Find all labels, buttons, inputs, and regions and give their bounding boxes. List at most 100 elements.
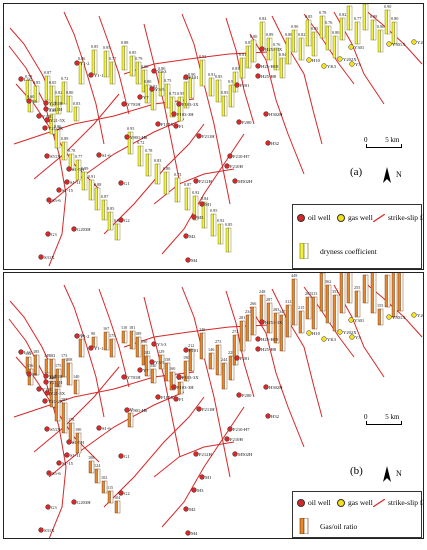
well-name-label: Y3-5: [155, 87, 165, 92]
well-name-label: F200: [242, 393, 252, 398]
legend-metric-label: dryness coefficient: [320, 246, 377, 256]
bar-value-label: 0.85: [107, 206, 114, 211]
bar-value-label: 0.89: [81, 166, 88, 171]
metric-bar-frame: [288, 37, 292, 65]
bar-value-label: 0.90: [384, 4, 391, 9]
fault-line: [153, 441, 235, 478]
metric-bar: [81, 171, 85, 191]
metric-bar-frame: [147, 84, 151, 104]
bar-value-label: 0.91: [208, 72, 215, 77]
bar-value-label: 248: [49, 375, 55, 380]
well-name-label: F201: [240, 356, 250, 361]
fault-line: [249, 306, 305, 448]
bar-value-label: 0.78: [25, 74, 32, 79]
metric-bar: [311, 296, 315, 330]
metric-bar-frame: [262, 294, 266, 322]
metric-bar: [129, 330, 133, 350]
metric-bar: [228, 355, 232, 381]
oil-well-marker: [66, 439, 72, 445]
well-name-label: G3: [51, 232, 57, 237]
well-name-label: Y204: [417, 313, 424, 318]
oil-well-marker: [255, 346, 261, 352]
oil-well-marker: [42, 125, 48, 131]
fault-line: [33, 366, 120, 453]
oil-well-marker: [259, 319, 265, 325]
oil-well-marker: [71, 226, 77, 232]
well-name-label: M2: [189, 507, 196, 512]
fault-line: [13, 98, 195, 145]
bar-value-label: 0.86: [285, 32, 292, 37]
oil-well-marker: [44, 426, 50, 432]
metric-bar: [346, 5, 350, 31]
metric-bar-frame: [380, 308, 384, 326]
metric-bar-frame: [97, 187, 101, 211]
metric-bar-frame: [253, 39, 257, 63]
well-name-label: M502H: [238, 179, 253, 184]
bar-value-label: 146: [208, 347, 214, 352]
well-name-label: Y501X: [392, 315, 406, 320]
oil-well-marker: [124, 407, 130, 413]
metric-bar-frame: [204, 201, 208, 229]
well-name-label: M4: [191, 258, 198, 263]
legend-fault-label: strike-slip fault: [388, 498, 423, 507]
oil-well-marker: [259, 46, 265, 52]
bar-value-label: 102: [101, 475, 107, 480]
metric-bar: [103, 50, 107, 78]
well-name-label: S31X: [44, 528, 55, 533]
oil-well-marker: [64, 179, 70, 185]
oil-well-marker: [176, 374, 182, 380]
bar-value-label: 0.89: [266, 32, 273, 37]
metric-bar-frame: [308, 296, 312, 320]
oil-well-marker: [151, 68, 157, 74]
bar-value-label: 0.84: [201, 196, 209, 201]
metric-bar-frame: [112, 338, 116, 358]
bar-value-label: 272: [232, 329, 238, 334]
metric-bar-frame: [342, 273, 346, 314]
metric-bar-frame: [301, 310, 305, 334]
panel-label-b: (b): [350, 465, 363, 477]
scale-distance-a: 5 km: [385, 136, 400, 144]
oil-well-marker: [193, 451, 199, 457]
oil-well-marker: [46, 197, 52, 203]
metric-bar-frame: [78, 159, 82, 181]
metric-bar-frame: [124, 45, 128, 71]
gas-well-marker: [411, 312, 417, 318]
well-name-label: F101: [189, 75, 199, 80]
bar-value-label: 178: [68, 417, 74, 422]
metric-bar-frame: [288, 304, 292, 338]
well-name-label: F201: [240, 83, 250, 88]
metric-bar-frame: [242, 320, 246, 352]
metric-bar-frame: [147, 355, 151, 377]
scale-line-a: [366, 144, 402, 148]
metric-bar: [362, 4, 366, 31]
bar-value-label: 0.82: [339, 12, 346, 17]
bar-value-label: 0.72: [61, 76, 68, 81]
oil-well-marker: [232, 178, 238, 184]
bar-value-label: 244: [221, 357, 228, 362]
bar-value-label: 149: [44, 353, 50, 358]
bar-value-label: 0.95: [210, 208, 217, 213]
metric-bar: [332, 35, 336, 59]
legend-oil-well-b: oil well: [297, 498, 331, 507]
well-name-label: H25-H19: [261, 64, 279, 69]
metric-bar-frame: [365, 274, 369, 304]
well-name-label: Y701H: [127, 102, 141, 107]
gas-well-marker: [411, 39, 417, 45]
bar-value-label: 273: [215, 339, 221, 344]
metric-bar-frame: [112, 61, 116, 85]
bar-value-label: 156: [27, 363, 33, 368]
well-name-label: S31X: [44, 255, 55, 260]
metric-bar-frame: [253, 306, 257, 336]
fault-line: [48, 118, 185, 205]
oil-well-marker: [265, 140, 271, 146]
bar-value-label: 287: [266, 297, 272, 302]
metric-bar: [44, 75, 48, 101]
well-name-label: F210H: [230, 437, 243, 442]
bar-value-label: 104: [114, 495, 121, 500]
oil-well-marker: [236, 392, 242, 398]
oil-well-marker: [36, 113, 42, 119]
bar-value-label: 0.77: [75, 154, 82, 159]
metric-bar: [384, 9, 388, 35]
metric-bar: [370, 273, 374, 314]
bar-value-label: 322: [384, 273, 390, 274]
